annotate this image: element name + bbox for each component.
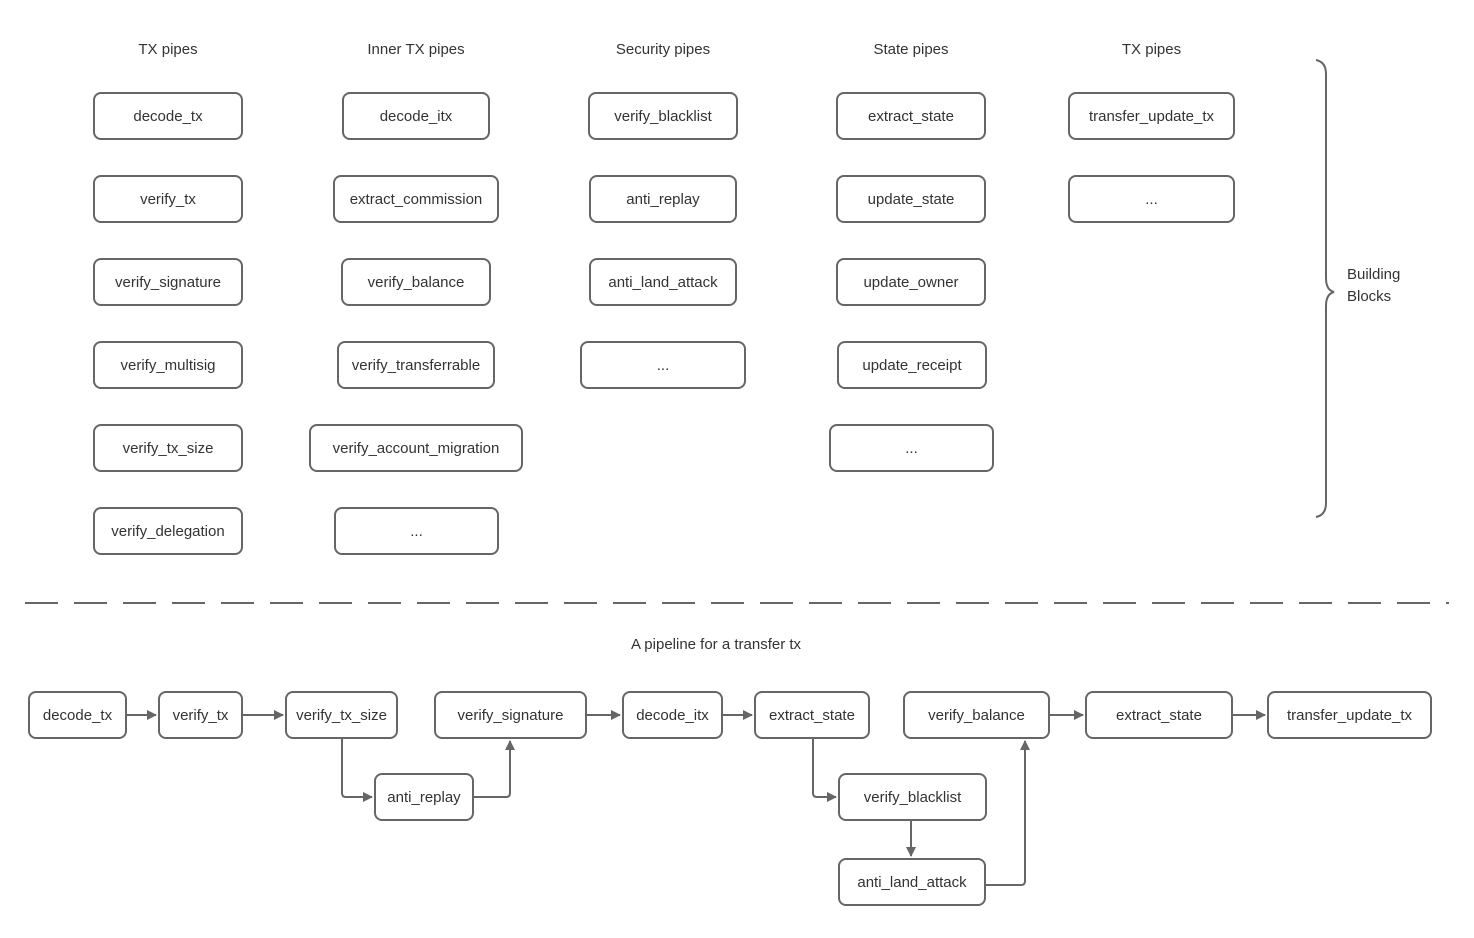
building-blocks-brace xyxy=(1315,59,1335,518)
pipeline-step-extract-state-2: extract_state xyxy=(1085,691,1233,739)
block-state-ellipsis: ... xyxy=(829,424,994,472)
block-transfer-update-tx: transfer_update_tx xyxy=(1068,92,1235,140)
pipeline-step-extract-state: extract_state xyxy=(754,691,870,739)
block-verify-transferrable: verify_transferrable xyxy=(337,341,495,389)
block-extract-state: extract_state xyxy=(836,92,986,140)
arrow-anti-replay-to-verify-signature xyxy=(474,740,515,798)
building-blocks-label: Building Blocks xyxy=(1347,266,1401,305)
pipeline-step-transfer-update-tx: transfer_update_tx xyxy=(1267,691,1432,739)
block-update-state: update_state xyxy=(836,175,986,223)
pipeline-step-verify-blacklist: verify_blacklist xyxy=(838,773,987,821)
block-extract-commission: extract_commission xyxy=(333,175,499,223)
block-tx-ellipsis: ... xyxy=(1068,175,1235,223)
block-verify-delegation: verify_delegation xyxy=(93,507,243,555)
pipeline-step-anti-land-attack: anti_land_attack xyxy=(838,858,986,906)
pipeline-title: A pipeline for a transfer tx xyxy=(630,636,802,653)
block-verify-tx-size: verify_tx_size xyxy=(93,424,243,472)
column-header-state-pipes: State pipes xyxy=(873,41,949,58)
pipeline-step-verify-tx: verify_tx xyxy=(158,691,243,739)
block-security-ellipsis: ... xyxy=(580,341,746,389)
block-decode-tx: decode_tx xyxy=(93,92,243,140)
block-verify-signature: verify_signature xyxy=(93,258,243,306)
pipeline-step-anti-replay: anti_replay xyxy=(374,773,474,821)
block-update-owner: update_owner xyxy=(836,258,986,306)
block-inner-tx-ellipsis: ... xyxy=(334,507,499,555)
pipeline-step-decode-itx: decode_itx xyxy=(622,691,723,739)
pipeline-step-verify-tx-size: verify_tx_size xyxy=(285,691,398,739)
column-header-inner-tx-pipes: Inner TX pipes xyxy=(367,41,465,58)
arrow-verify-tx-size-to-anti-replay xyxy=(341,739,373,802)
pipeline-step-decode-tx: decode_tx xyxy=(28,691,127,739)
block-update-receipt: update_receipt xyxy=(837,341,987,389)
column-header-tx-pipes: TX pipes xyxy=(138,41,198,58)
column-header-security-pipes: Security pipes xyxy=(615,41,711,58)
block-verify-blacklist: verify_blacklist xyxy=(588,92,738,140)
block-anti-replay: anti_replay xyxy=(589,175,737,223)
pipeline-step-verify-balance: verify_balance xyxy=(903,691,1050,739)
block-anti-land-attack: anti_land_attack xyxy=(589,258,737,306)
block-verify-balance: verify_balance xyxy=(341,258,491,306)
arrow-anti-land-attack-to-verify-balance xyxy=(986,740,1030,886)
block-verify-tx: verify_tx xyxy=(93,175,243,223)
block-verify-account-migration: verify_account_migration xyxy=(309,424,523,472)
column-header-tx-pipes-2: TX pipes xyxy=(1121,41,1182,58)
block-verify-multisig: verify_multisig xyxy=(93,341,243,389)
arrow-extract-state-to-verify-blacklist xyxy=(812,739,837,802)
pipeline-step-verify-signature: verify_signature xyxy=(434,691,587,739)
block-decode-itx: decode_itx xyxy=(342,92,490,140)
